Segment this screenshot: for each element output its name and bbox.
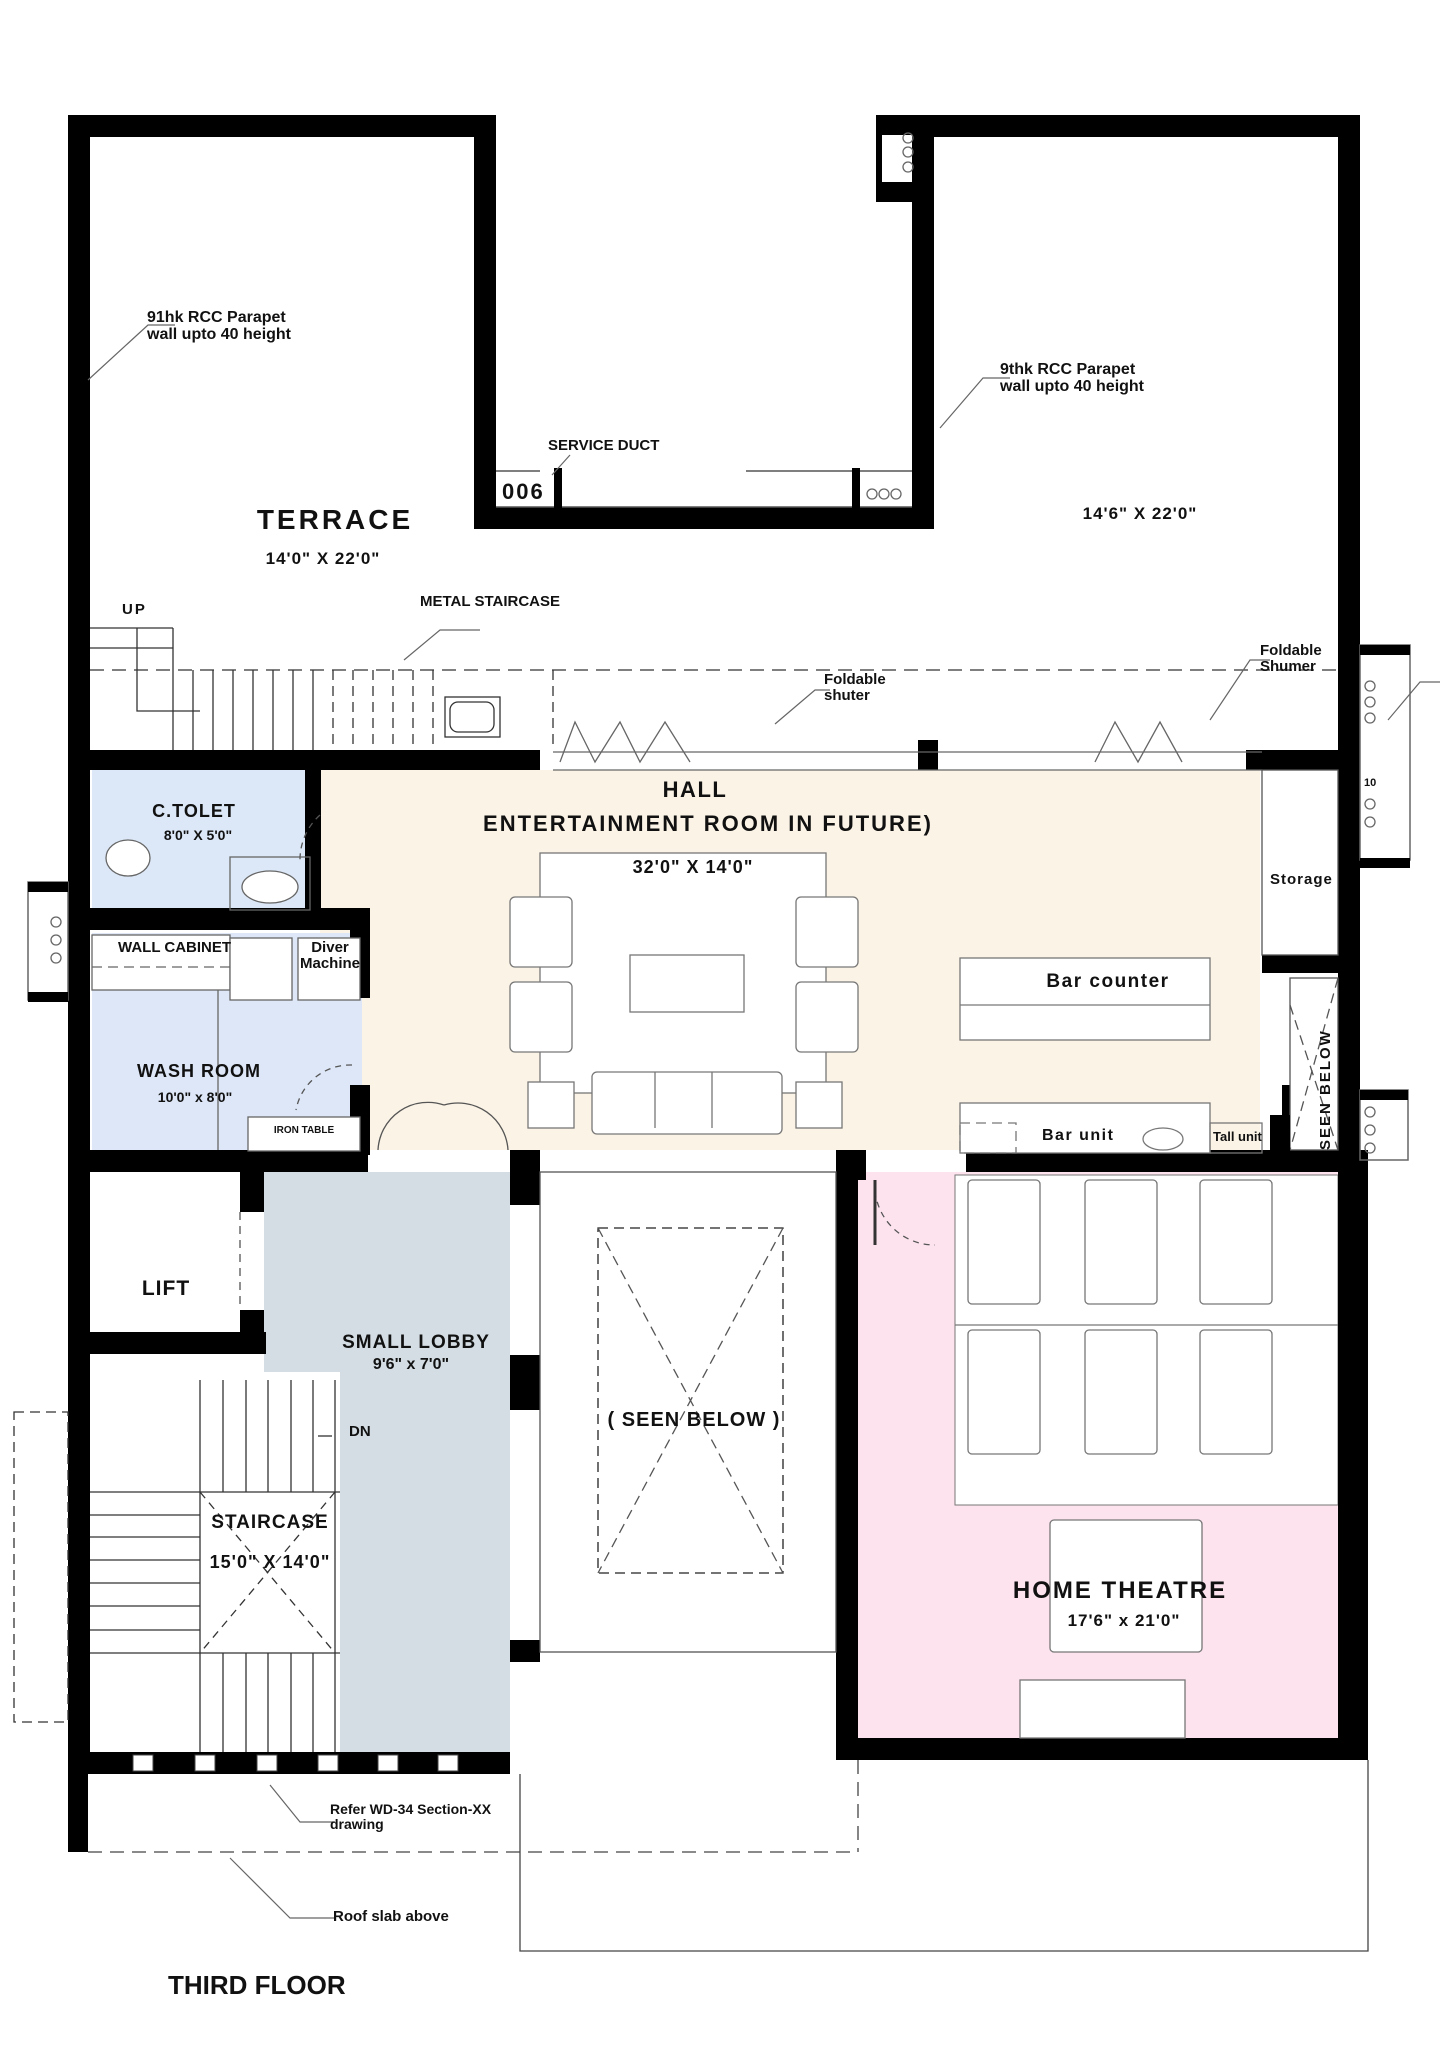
- up-label: UP: [122, 601, 147, 618]
- duct-10-label: 10: [1364, 777, 1377, 789]
- foldable-shutter-2-line1: Foldable: [1260, 642, 1322, 659]
- staircase-title: STAIRCASE: [211, 1512, 329, 1533]
- dryer-label: Diver Machine: [300, 940, 360, 972]
- leader-lines: [87, 324, 1440, 1919]
- refer-section-note: Refer WD-34 Section-XX drawing: [330, 1802, 491, 1831]
- parapet-note-right: 9thk RCC Parapet wall upto 40 height: [1000, 361, 1145, 396]
- terrace-right-dims: 14'6" X 22'0": [1082, 504, 1198, 523]
- refer-section-line1: Refer WD-34 Section-XX: [330, 1801, 492, 1817]
- washroom-fixtures: [91, 934, 361, 1152]
- refer-section-line2: drawing: [330, 1815, 384, 1832]
- dn-label: DN: [349, 1423, 371, 1440]
- metal-staircase: [90, 627, 1338, 750]
- theatre-seats: [955, 1179, 1338, 1739]
- stair-windows: [132, 1754, 459, 1772]
- foldable-shutter-1-line2: shuter: [824, 686, 870, 704]
- lobby-title: SMALL LOBBY: [342, 1332, 490, 1353]
- drawing-title: THIRD FLOOR: [168, 1970, 346, 2000]
- wall-cabinet-label: WALL CABINET: [118, 939, 232, 956]
- parapet-note-left: 91hk RCC Parapet wall upto 40 height: [147, 309, 292, 344]
- duct-number: 006: [502, 479, 545, 504]
- washroom-title: WASH ROOM: [137, 1061, 261, 1081]
- void-seen-below-label: ( SEEN BELOW ): [607, 1409, 781, 1431]
- washroom-dims: 10'0" x 8'0": [157, 1089, 233, 1105]
- dryer-line1: Diver: [311, 939, 349, 956]
- roof-slab-note: Roof slab above: [333, 1908, 449, 1925]
- walls: [68, 115, 1368, 1852]
- hall-dims: 32'0" X 14'0": [632, 857, 754, 877]
- tall-unit-label: Tall unit: [1213, 1129, 1262, 1144]
- lift-title: LIFT: [141, 1277, 191, 1300]
- iron-table-label: IRON TABLE: [273, 1125, 335, 1136]
- service-duct-label: SERVICE DUCT: [548, 437, 660, 454]
- shaft-seen-below-label: SEEN BELOW: [1317, 1029, 1334, 1150]
- dryer-line2: Machine: [299, 954, 361, 972]
- double-door: [295, 814, 936, 1246]
- staircase-dims: 15'0" X 14'0": [209, 1552, 331, 1572]
- lobby-dims: 9'6" x 7'0": [372, 1356, 450, 1373]
- toilet-dims: 8'0" X 5'0": [163, 827, 233, 843]
- terrace-left-title: TERRACE: [256, 504, 414, 535]
- duct-circles: [50, 132, 1376, 1154]
- parapet-note-left-line1: 91hk RCC Parapet: [147, 309, 286, 326]
- theatre-title: HOME THEATRE: [1012, 1577, 1228, 1604]
- toilet-title: C.TOLET: [152, 801, 236, 821]
- bar-unit-label: Bar unit: [1042, 1127, 1115, 1144]
- staircase-steps: [13, 1372, 340, 1752]
- hall-title: HALL: [662, 777, 728, 802]
- foldable-shutter-label-1: Foldable shuter: [824, 672, 886, 704]
- foldable-shutter-1-line1: Foldable: [824, 671, 886, 688]
- terrace-left-dims: 14'0" X 22'0": [265, 549, 381, 568]
- toilet-fixtures: [105, 839, 311, 911]
- storage-label: Storage: [1270, 871, 1333, 888]
- metal-staircase-label: METAL STAIRCASE: [420, 593, 561, 610]
- parapet-note-right-line2: wall upto 40 height: [1000, 377, 1145, 395]
- hall-furniture: [509, 852, 1263, 1154]
- parapet-note-left-line2: wall upto 40 height: [147, 325, 292, 343]
- service-duct-outline: [496, 470, 912, 508]
- theatre-dims: 17'6" x 21'0": [1067, 1611, 1181, 1630]
- foldable-shutter-2-line2: Shumer: [1260, 657, 1316, 675]
- hall-subtitle: ENTERTAINMENT ROOM IN FUTURE): [483, 811, 933, 836]
- foldable-shutter-label-2: Foldable Shumer: [1260, 643, 1322, 675]
- foldable-shutters: [553, 720, 1262, 771]
- bar-counter-label: Bar counter: [1046, 971, 1170, 992]
- parapet-note-right-line1: 9thk RCC Parapet: [1000, 361, 1136, 378]
